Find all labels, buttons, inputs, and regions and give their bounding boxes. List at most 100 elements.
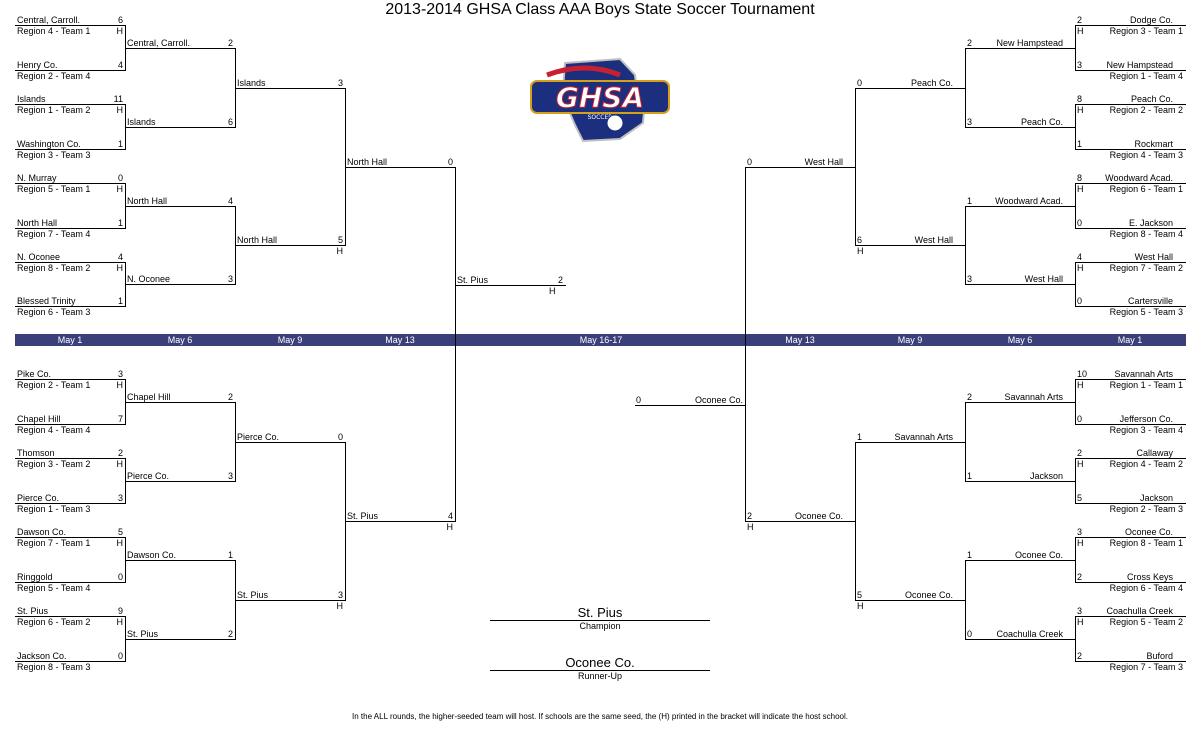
right-r1-seed-15: Region 7 - Team 3 xyxy=(1109,662,1183,672)
left-r1-seed-10: Region 3 - Team 2 xyxy=(17,459,91,469)
right-r3-team-2: Savannah Arts xyxy=(894,432,953,442)
left-r4-connector xyxy=(455,167,456,522)
left-r4-team-0: North Hall xyxy=(347,157,388,167)
right-r1-line xyxy=(1075,70,1186,71)
right-r1-team-13: Cross Keys xyxy=(1126,572,1173,582)
right-r1-line xyxy=(1075,262,1186,263)
right-r2-score-1: 3 xyxy=(967,117,973,127)
right-r1-line xyxy=(1075,149,1186,150)
right-r1-seed-13: Region 6 - Team 4 xyxy=(1109,583,1183,593)
right-r2-line xyxy=(965,127,1076,128)
runner-up-name: Oconee Co. xyxy=(565,655,635,670)
right-r2-line xyxy=(965,48,1076,49)
left-r1-host-12: H xyxy=(116,538,124,548)
left-r1-seed-2: Region 1 - Team 2 xyxy=(17,105,91,115)
right-r2-score-4: 2 xyxy=(967,392,973,402)
left-r1-score-11: 3 xyxy=(117,493,123,503)
left-r2-score-1: 6 xyxy=(227,117,233,127)
left-r3-host-3: H xyxy=(336,601,344,611)
round-date-2: May 9 xyxy=(277,335,303,345)
left-r4-score-1: 4 xyxy=(447,511,453,521)
left-r1-seed-9: Region 4 - Team 4 xyxy=(17,425,91,435)
right-r1-line xyxy=(1075,25,1186,26)
right-r1-line xyxy=(1075,616,1186,617)
left-r3-team-2: Pierce Co. xyxy=(237,432,280,442)
round-date-0: May 1 xyxy=(57,335,83,345)
left-final-team: St. Pius xyxy=(457,275,489,285)
right-r1-team-11: Jackson xyxy=(1139,493,1173,503)
right-r1-score-14: 3 xyxy=(1077,606,1083,616)
right-r1-line xyxy=(1075,424,1186,425)
right-final-team: Oconee Co. xyxy=(694,395,743,405)
left-r1-line xyxy=(15,424,126,425)
right-r1-score-3: 1 xyxy=(1077,139,1083,149)
left-r1-score-1: 4 xyxy=(117,60,123,70)
right-r1-seed-4: Region 6 - Team 1 xyxy=(1109,184,1183,194)
right-r2-team-0: New Hampstead xyxy=(996,38,1063,48)
ghsa-soccer-logo: GHSA SOCCER xyxy=(530,57,670,143)
footnote: In the ALL rounds, the higher-seeded tea… xyxy=(352,712,848,721)
left-final-score: 2 xyxy=(557,275,563,285)
left-r3-line xyxy=(235,600,346,601)
left-r1-seed-0: Region 4 - Team 1 xyxy=(17,26,91,36)
right-r1-seed-12: Region 8 - Team 1 xyxy=(1109,538,1183,548)
left-r1-score-10: 2 xyxy=(117,448,123,458)
right-r1-host-4: H xyxy=(1077,184,1084,194)
right-r1-team-8: Savannah Arts xyxy=(1114,369,1173,379)
right-r2-team-6: Oconee Co. xyxy=(1014,550,1063,560)
right-r2-team-5: Jackson xyxy=(1029,471,1063,481)
right-r2-line xyxy=(965,481,1076,482)
left-r1-team-6: N. Oconee xyxy=(17,252,61,262)
left-r1-line xyxy=(15,149,126,150)
left-r3-team-3: St. Pius xyxy=(237,590,269,600)
logo-text: GHSA xyxy=(556,81,644,114)
right-r1-seed-9: Region 3 - Team 4 xyxy=(1109,425,1183,435)
right-r1-score-7: 0 xyxy=(1077,296,1083,306)
right-r1-line xyxy=(1075,183,1186,184)
right-r2-score-0: 2 xyxy=(967,38,973,48)
left-r1-line xyxy=(15,458,126,459)
left-r1-host-4: H xyxy=(116,184,124,194)
right-r2-team-1: Peach Co. xyxy=(1020,117,1063,127)
right-r3-line xyxy=(855,88,966,89)
left-r1-score-14: 9 xyxy=(117,606,123,616)
logo-subtext: SOCCER xyxy=(588,114,613,121)
right-r1-seed-14: Region 5 - Team 2 xyxy=(1109,617,1183,627)
left-r3-score-0: 3 xyxy=(337,78,343,88)
right-r1-score-9: 0 xyxy=(1077,414,1083,424)
right-r3-team-0: Peach Co. xyxy=(910,78,953,88)
right-r1-line xyxy=(1075,379,1186,380)
right-r1-score-10: 2 xyxy=(1077,448,1083,458)
left-r2-score-5: 3 xyxy=(227,471,233,481)
left-r1-team-7: Blessed Trinity xyxy=(17,296,76,306)
right-r1-host-0: H xyxy=(1077,26,1084,36)
right-r1-score-1: 3 xyxy=(1077,60,1083,70)
right-r1-seed-3: Region 4 - Team 3 xyxy=(1109,150,1183,160)
right-r2-line xyxy=(965,402,1076,403)
right-r1-line xyxy=(1075,582,1186,583)
left-r1-team-15: Jackson Co. xyxy=(17,651,67,661)
right-r1-host-6: H xyxy=(1077,263,1084,273)
left-r2-line xyxy=(125,206,236,207)
left-r3-line xyxy=(235,88,346,89)
right-r3-line xyxy=(855,245,966,246)
right-r1-team-0: Dodge Co. xyxy=(1129,15,1173,25)
left-r1-line xyxy=(15,228,126,229)
left-r2-score-7: 2 xyxy=(227,629,233,639)
right-r3-score-1: 6 xyxy=(857,235,863,245)
left-r1-score-7: 1 xyxy=(117,296,123,306)
left-r1-host-10: H xyxy=(116,459,124,469)
right-final-line xyxy=(635,405,746,406)
right-r1-seed-10: Region 4 - Team 2 xyxy=(1109,459,1183,469)
right-r1-seed-8: Region 1 - Team 1 xyxy=(1109,380,1183,390)
right-r1-seed-2: Region 2 - Team 2 xyxy=(1109,105,1183,115)
right-r1-host-14: H xyxy=(1077,617,1084,627)
left-r4-line xyxy=(345,167,456,168)
left-r3-line xyxy=(235,442,346,443)
left-r2-score-6: 1 xyxy=(227,550,233,560)
right-r2-team-7: Coachulla Creek xyxy=(996,629,1063,639)
right-r2-score-6: 1 xyxy=(967,550,973,560)
right-r3-score-3: 5 xyxy=(857,590,863,600)
left-r1-host-6: H xyxy=(116,263,124,273)
left-r1-line xyxy=(15,25,126,26)
